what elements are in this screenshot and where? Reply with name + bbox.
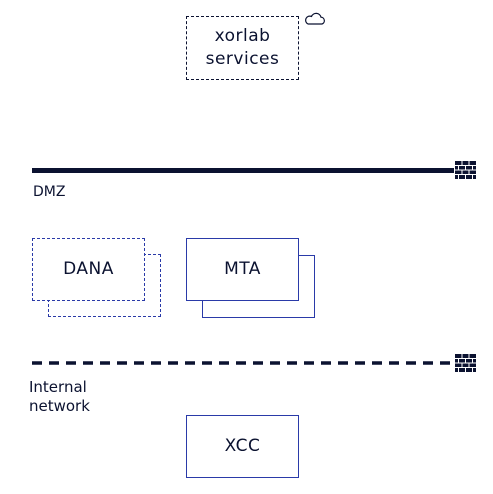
internal-firewall-icon [455,354,476,372]
dana-node: DANA [32,238,145,301]
internal-network-label: Internal network [29,378,90,416]
xcc-label: XCC [224,436,261,456]
mta-label: MTA [224,259,261,279]
xorlab-label-line2: services [205,49,280,69]
dmz-firewall-icon [455,161,476,179]
internal-label-line2: network [29,397,90,415]
xcc-node: XCC [186,415,299,478]
mta-node: MTA [186,238,299,301]
xorlab-label-line1: xorlab [214,26,271,46]
dmz-boundary-line [32,168,454,173]
cloud-icon [305,12,325,25]
dmz-label: DMZ [33,184,66,200]
internal-boundary-line [32,361,454,365]
internal-label-line1: Internal [29,378,87,396]
dana-label: DANA [63,259,114,279]
xorlab-services-node: xorlab services [186,16,299,80]
